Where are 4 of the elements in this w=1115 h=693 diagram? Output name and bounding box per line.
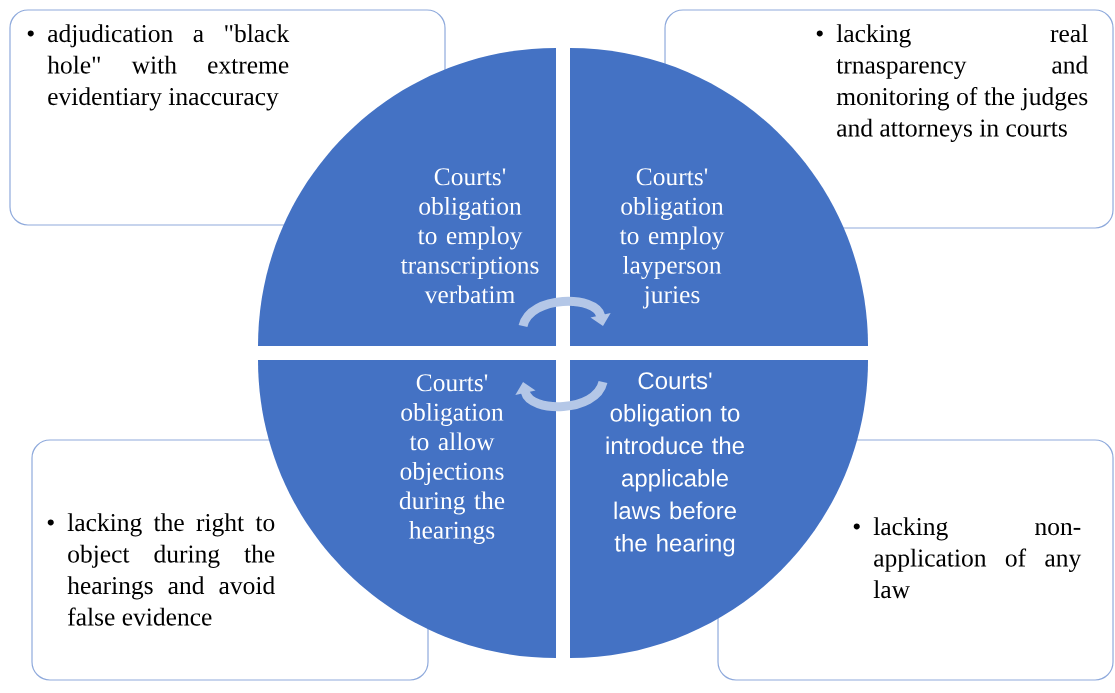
bullet: • bbox=[27, 30, 34, 37]
bullet: • bbox=[853, 523, 860, 530]
bullet: • bbox=[816, 30, 823, 37]
bullet: • bbox=[47, 519, 54, 526]
